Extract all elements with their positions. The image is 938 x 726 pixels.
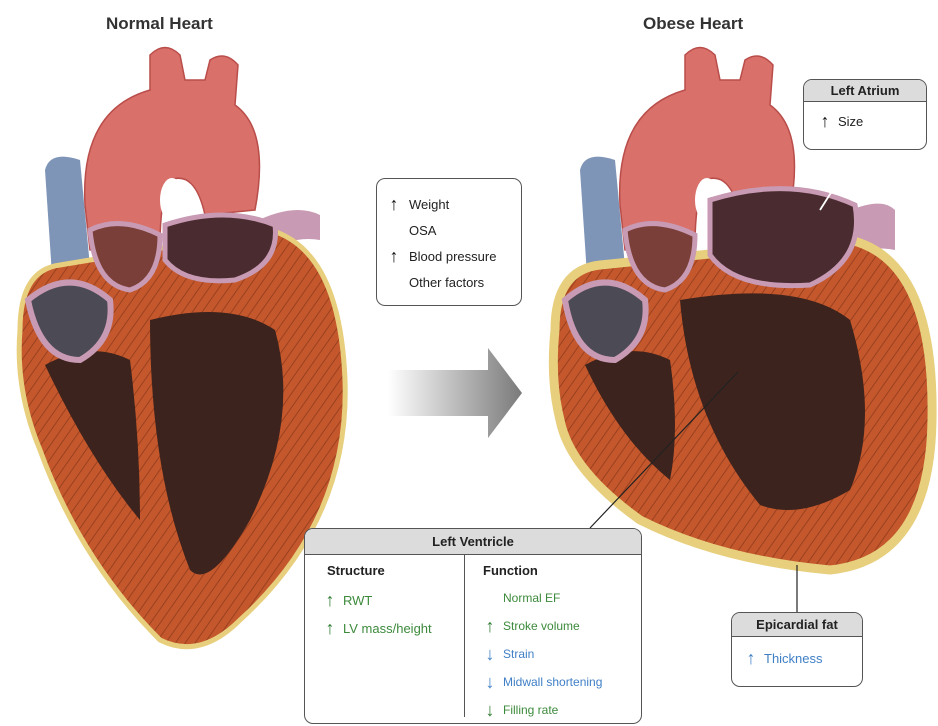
function-item-normal-ef: Normal EF [483, 584, 641, 612]
factor-osa: OSA [387, 217, 511, 243]
up-arrow-icon: ↑ [818, 112, 832, 130]
function-heading: Function [483, 563, 641, 578]
structure-item-rwt: ↑ RWT [323, 586, 464, 614]
left-atrium-obese [710, 189, 857, 286]
left-atrium-box: Left Atrium ↑ Size [803, 79, 927, 150]
up-arrow-icon: ↑ [744, 649, 758, 667]
epicardial-fat-title: Epicardial fat [732, 613, 862, 637]
structure-item-lv-mass: ↑ LV mass/height [323, 614, 464, 642]
structure-column: Structure ↑ RWT ↑ LV mass/height [305, 555, 465, 717]
function-column: Function Normal EF ↑ Stroke volume ↓ Str… [465, 555, 641, 717]
up-arrow-icon: ↑ [483, 617, 497, 635]
down-arrow-icon: ↓ [483, 673, 497, 691]
structure-heading: Structure [327, 563, 464, 578]
left-atrium-item-label: Size [838, 114, 863, 129]
factor-label: Other factors [409, 275, 484, 290]
factor-label: Blood pressure [409, 249, 496, 264]
left-ventricle-title: Left Ventricle [305, 529, 641, 555]
factor-weight: ↑ Weight [387, 191, 511, 217]
function-item-midwall: ↓ Midwall shortening [483, 668, 641, 696]
left-atrium-item: ↑ Size [804, 102, 926, 140]
transition-arrow [388, 348, 522, 438]
function-item-stroke-volume: ↑ Stroke volume [483, 612, 641, 640]
structure-item-label: RWT [343, 593, 372, 608]
up-arrow-icon: ↑ [323, 619, 337, 637]
left-ventricle-box: Left Ventricle Structure ↑ RWT ↑ LV mass… [304, 528, 642, 724]
function-item-label: Normal EF [503, 591, 560, 605]
function-item-filling-rate: ↓ Filling rate [483, 696, 641, 724]
down-arrow-icon: ↓ [483, 645, 497, 663]
left-atrium-title: Left Atrium [804, 80, 926, 102]
function-item-label: Filling rate [503, 703, 558, 717]
normal-heart [19, 48, 345, 647]
epicardial-fat-item-label: Thickness [764, 651, 823, 666]
factor-label: Weight [409, 197, 449, 212]
function-item-strain: ↓ Strain [483, 640, 641, 668]
structure-item-label: LV mass/height [343, 621, 432, 636]
epicardial-fat-box: Epicardial fat ↑ Thickness [731, 612, 863, 687]
function-item-label: Strain [503, 647, 534, 661]
up-arrow-icon: ↑ [323, 591, 337, 609]
up-arrow-icon: ↑ [387, 195, 401, 213]
function-item-label: Stroke volume [503, 619, 580, 633]
function-item-label: Midwall shortening [503, 675, 602, 689]
down-arrow-icon: ↓ [483, 701, 497, 719]
up-arrow-icon: ↑ [387, 247, 401, 265]
factor-other: Other factors [387, 269, 511, 295]
factor-label: OSA [409, 223, 436, 238]
risk-factors-box: ↑ Weight OSA ↑ Blood pressure Other fact… [376, 178, 522, 306]
epicardial-fat-item: ↑ Thickness [732, 637, 862, 679]
factor-blood-pressure: ↑ Blood pressure [387, 243, 511, 269]
